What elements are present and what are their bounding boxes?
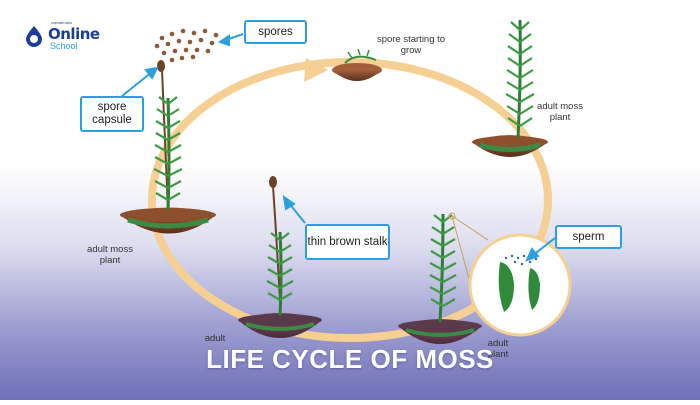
spores-cluster: [154, 28, 219, 63]
spore-capsule-label: spore capsule: [80, 96, 144, 132]
callout-arrows: [121, 33, 556, 262]
adult-moss-plant-bottom-center: [238, 176, 322, 338]
cycle-ring: [148, 58, 552, 342]
spores-label: spores: [244, 20, 307, 44]
adult-moss-plant-bottom-right: [398, 212, 489, 344]
diagram-title: LIFE CYCLE OF MOSS: [206, 344, 494, 374]
sperm-magnified-view: [468, 233, 572, 337]
adult-moss-plant-label-right: adult moss plant: [537, 101, 583, 123]
germinating-spore: [332, 48, 382, 81]
brand-name: Online: [48, 25, 100, 43]
adult-label-bottom-center: adult: [204, 333, 226, 344]
adult-moss-plant-left: [120, 60, 216, 234]
spore-starting-to-grow-label: spore starting to grow: [376, 34, 446, 56]
adult-moss-plant-label-left: adult moss plant: [87, 244, 133, 266]
droplet-logo-icon: [26, 26, 42, 47]
brand-logo: cuemath labs Online School: [20, 20, 115, 54]
brand-small-text: cuemath labs: [51, 21, 72, 25]
thin-brown-stalk-label: thin brown stalk: [305, 224, 390, 260]
adult-plant-label-bottom-right: adult plant: [487, 338, 509, 360]
brand-subtitle: School: [50, 41, 78, 51]
sperm-label: sperm: [555, 225, 622, 249]
adult-moss-plant-top-right: [472, 19, 548, 157]
cycle-arrowhead: [304, 58, 328, 82]
